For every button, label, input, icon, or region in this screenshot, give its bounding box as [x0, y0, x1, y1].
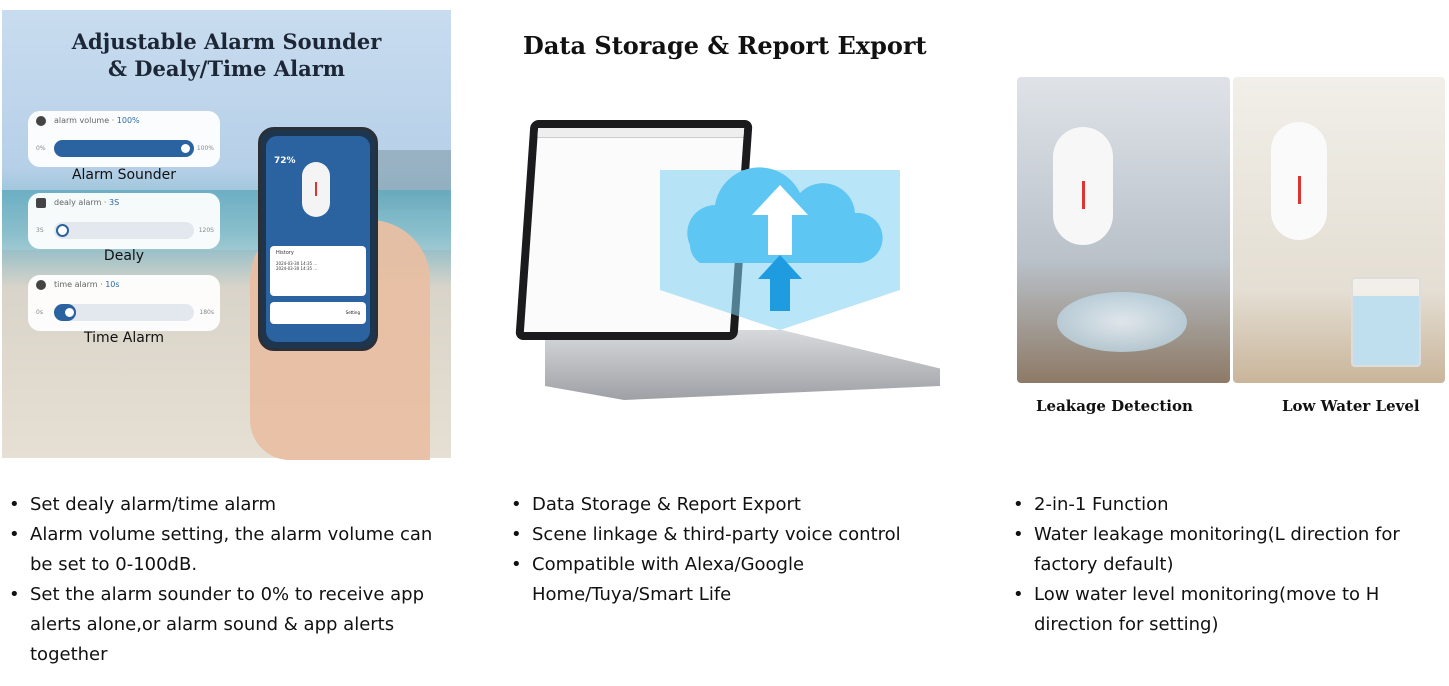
alarm-volume-slider[interactable] — [54, 140, 194, 157]
slider-caption: Alarm Sounder — [71, 167, 177, 183]
photo-caption: Low Water Level — [1282, 397, 1420, 415]
bullet-item: Scene linkage & third-party voice contro… — [506, 520, 946, 550]
bullet-item: 2-in-1 Function — [1008, 490, 1444, 520]
beaker — [1351, 277, 1421, 367]
dealy-alarm-slider[interactable] — [54, 222, 194, 239]
clock-icon — [36, 280, 46, 290]
bullet-list-2: Data Storage & Report Export Scene linka… — [506, 490, 946, 610]
slider-label: alarm volume · — [54, 116, 117, 125]
panel-subtitle: & Dealy/Time Alarm — [108, 56, 345, 81]
bullet-item: Low water level monitoring(move to H dir… — [1008, 580, 1444, 640]
slider-value: 3S — [109, 198, 120, 207]
battery-level: 72% — [274, 156, 296, 166]
history-item: 2024-03-30 14:35 ... — [276, 266, 318, 271]
time-alarm-slider[interactable] — [54, 304, 194, 321]
slider-label: dealy alarm · — [54, 198, 109, 207]
setting-row[interactable]: Setting — [270, 302, 366, 324]
low-water-level-photo — [1233, 77, 1445, 383]
bullet-item: Data Storage & Report Export — [506, 490, 946, 520]
slider-min: 0s — [36, 309, 43, 316]
bullet-item: Water leakage monitoring(L direction for… — [1008, 520, 1444, 580]
slider-min: 3S — [36, 227, 44, 234]
bullet-item: Set dealy alarm/time alarm — [4, 490, 454, 520]
slider-min: 0% — [36, 145, 46, 152]
panel-title: Adjustable Alarm Sounder — [71, 29, 382, 54]
sensor-device-icon — [302, 162, 330, 217]
volume-icon — [36, 116, 46, 126]
slider-caption: Time Alarm — [84, 330, 164, 346]
slider-max: 180s — [199, 309, 214, 316]
slider-value: 100% — [116, 116, 140, 125]
history-item: 2024-03-30 14:35 ... — [276, 261, 318, 266]
bullet-list-1: Set dealy alarm/time alarm Alarm volume … — [4, 490, 454, 670]
sensor-device-icon — [1271, 122, 1327, 240]
dealy-alarm-card: dealy alarm · 3S 3S 120S — [28, 193, 220, 249]
phone-app-mockup: 72% History 2024-03-30 14:35 ... 2024-03… — [258, 127, 378, 351]
laptop-keyboard — [545, 330, 940, 400]
slider-max: 120S — [198, 227, 214, 234]
timer-icon — [36, 198, 46, 208]
slider-caption: Dealy — [103, 248, 145, 264]
panel2-title: Data Storage & Report Export — [523, 31, 927, 60]
bullet-item: Alarm volume setting, the alarm volume c… — [4, 520, 454, 580]
bullet-item: Set the alarm sounder to 0% to receive a… — [4, 580, 454, 670]
time-alarm-card: time alarm · 10s 0s 180s — [28, 275, 220, 331]
water-splash — [1057, 292, 1187, 352]
bullet-item: Compatible with Alexa/Google Home/Tuya/S… — [506, 550, 946, 610]
photo-caption: Leakage Detection — [1036, 397, 1193, 415]
sensor-device-icon — [1053, 127, 1113, 245]
cloud-upload-icon — [660, 167, 900, 330]
slider-value: 10s — [105, 280, 120, 289]
bullet-list-3: 2-in-1 Function Water leakage monitoring… — [1008, 490, 1444, 640]
alarm-volume-card: alarm volume · 100% 0% 100% — [28, 111, 220, 167]
leakage-detection-photo — [1017, 77, 1230, 383]
slider-label: time alarm · — [54, 280, 106, 289]
setting-label: Setting — [345, 310, 360, 315]
slider-max: 100% — [196, 145, 214, 152]
history-label[interactable]: History — [276, 250, 294, 256]
